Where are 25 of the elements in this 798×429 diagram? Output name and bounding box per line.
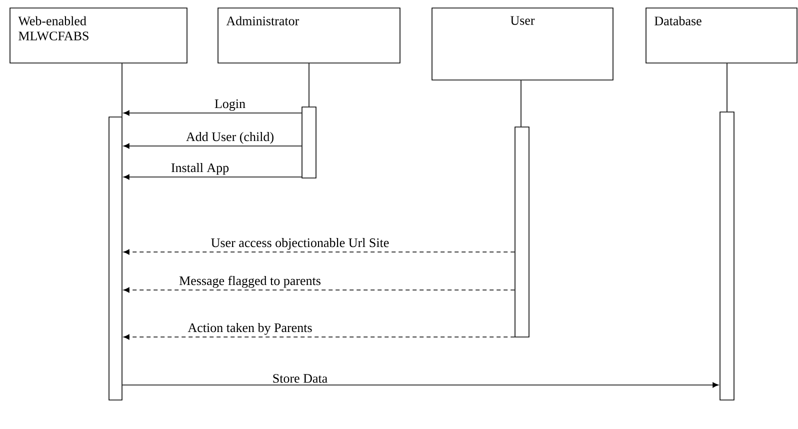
message-arrow [123, 287, 515, 293]
participant-box: Web-enabled MLWCFABS [10, 8, 188, 64]
activation-bar [514, 126, 530, 338]
message-label: Install App [171, 163, 229, 175]
lifeline [308, 63, 310, 107]
message-arrow [123, 334, 515, 340]
message-label: Message flagged to parents [179, 276, 320, 288]
message-label: Action taken by Parents [188, 322, 312, 335]
participant-box: Administrator [218, 8, 400, 64]
message-arrow [123, 143, 302, 149]
lifeline [520, 80, 522, 127]
message-arrow [123, 110, 302, 116]
participant-box: User [432, 8, 614, 80]
lifeline [726, 63, 728, 112]
message-label: User access objectionable Url Site [211, 238, 389, 250]
activation-bar [720, 112, 734, 400]
message-arrow [123, 249, 515, 255]
message-arrow [123, 174, 302, 180]
message-label: Login [214, 99, 246, 111]
message-label: Add User (child) [186, 132, 274, 144]
message-label: Store Data [273, 374, 328, 383]
participant-box: Database [646, 8, 798, 64]
message-arrow [122, 382, 719, 388]
activation-bar [302, 106, 316, 178]
activation-bar [108, 116, 122, 400]
